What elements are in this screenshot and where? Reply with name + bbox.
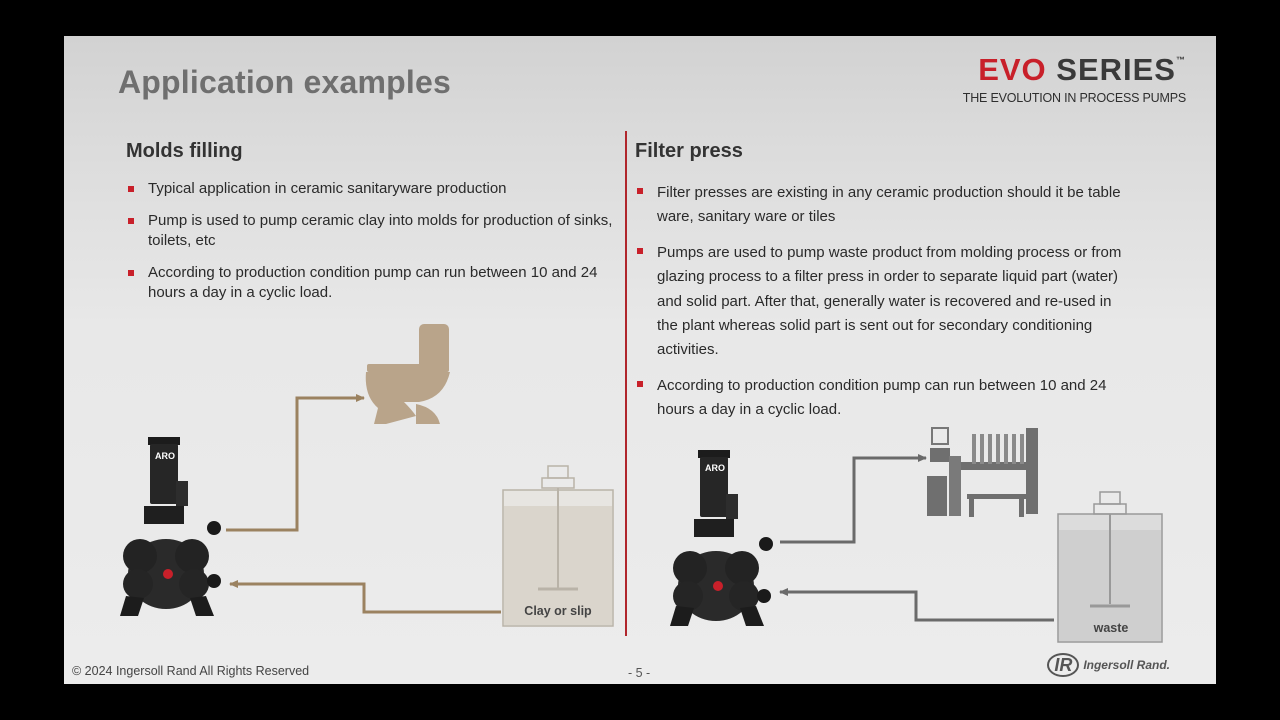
flow-arrow-return-right: [779, 588, 1054, 622]
evo-series-logo: EVO SERIES™ THE EVOLUTION IN PROCESS PUM…: [963, 54, 1186, 105]
column-divider: [625, 131, 627, 636]
bullet-item: Typical application in ceramic sanitaryw…: [126, 179, 621, 199]
right-pump-icon: ARO: [670, 450, 773, 626]
filter-press-icon: [927, 427, 1038, 517]
molds-filling-heading: Molds filling: [126, 140, 243, 162]
flow-arrow-to-filter-press: [780, 454, 927, 544]
flow-arrow-return-left: [229, 580, 501, 614]
waste-tank-label: waste: [1093, 621, 1129, 635]
flow-arrow-to-molds: [226, 394, 365, 532]
process-diagrams: ARO Clay or slip: [120, 324, 1163, 643]
slide: Application examples EVO SERIES™ THE EVO…: [64, 36, 1216, 684]
molds-filling-bullets: Typical application in ceramic sanitaryw…: [126, 179, 621, 303]
copyright: © 2024 Ingersoll Rand All Rights Reserve…: [72, 664, 310, 678]
slide-title: Application examples: [118, 64, 451, 100]
filter-press-bullets: Filter presses are existing in any ceram…: [635, 181, 1135, 423]
ir-logo-icon: IR: [1047, 653, 1080, 677]
clay-tank-label: Clay or slip: [524, 604, 592, 618]
logo-series: SERIES: [1056, 52, 1176, 87]
bullet-item: According to production condition pump c…: [126, 263, 621, 303]
logo-tm: ™: [1176, 55, 1186, 65]
right-pump-brand: ARO: [705, 463, 725, 473]
bullet-item: According to production condition pump c…: [635, 374, 1135, 423]
logo-evo: EVO: [978, 52, 1047, 87]
bullet-item: Pump is used to pump ceramic clay into m…: [126, 211, 621, 251]
bullet-item: Filter presses are existing in any ceram…: [635, 181, 1135, 230]
logo-tagline: THE EVOLUTION IN PROCESS PUMPS: [962, 91, 1186, 105]
filter-press-section: Filter press Filter presses are existing…: [635, 140, 1135, 434]
logo-wordmark: EVO SERIES™: [963, 54, 1186, 85]
ir-logo-name: Ingersoll Rand.: [1083, 658, 1170, 672]
waste-tank-icon: waste: [1057, 491, 1163, 643]
toilet-icon: [365, 324, 450, 424]
left-pump-icon: ARO: [120, 437, 221, 616]
molds-filling-section: Molds filling Typical application in cer…: [126, 140, 621, 315]
filter-press-heading: Filter press: [635, 140, 743, 162]
page-number: - 5 -: [628, 666, 651, 680]
clay-tank-icon: Clay or slip: [502, 465, 614, 627]
bullet-item: Pumps are used to pump waste product fro…: [635, 241, 1135, 363]
left-pump-brand: ARO: [155, 451, 175, 461]
ingersoll-rand-logo: IR Ingersoll Rand.: [1047, 653, 1170, 677]
